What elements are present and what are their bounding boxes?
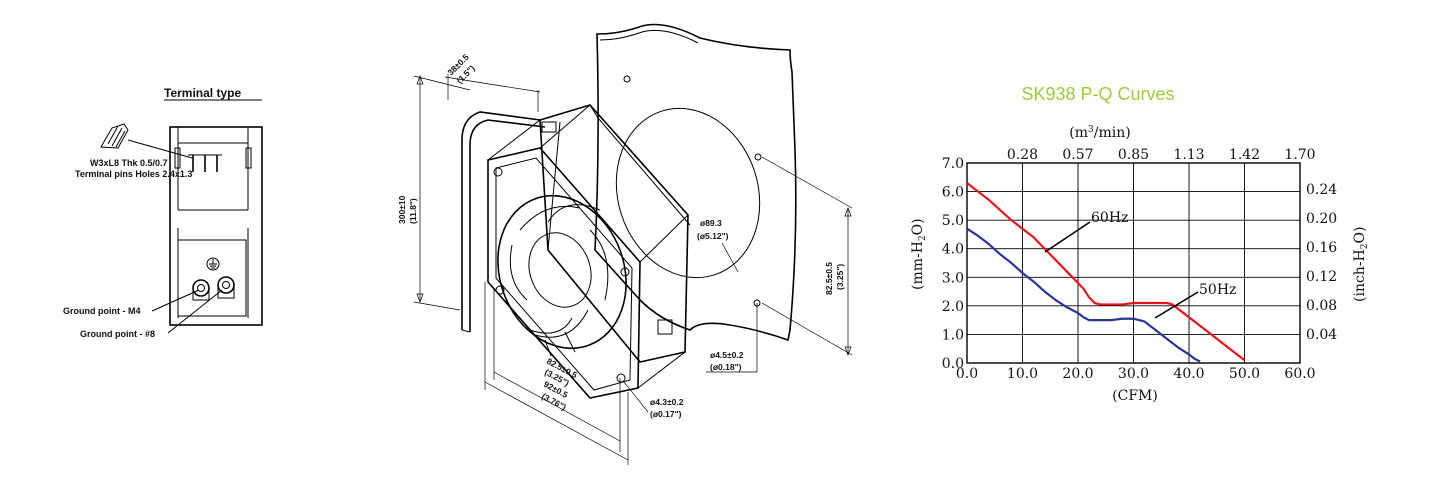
x-tick-label: 30.0 — [1118, 366, 1149, 382]
terminal-spec-line1: W3xL8 Thk 0.5/0.7 — [90, 158, 168, 168]
leader-ground-m4 — [151, 289, 200, 312]
ground-8-label: Ground point - #8 — [80, 329, 155, 339]
y-tick-label: 3.0 — [942, 270, 964, 286]
x2-tick-label: 1.42 — [1229, 147, 1260, 163]
fan-frame-front — [487, 104, 689, 399]
ground-screw-right — [217, 276, 235, 299]
leader-ground-8 — [167, 289, 223, 334]
x-axis-label: (CFM) — [1112, 388, 1158, 404]
y2-tick-label: 0.08 — [1306, 298, 1337, 314]
slot-in: (ø0.18") — [710, 362, 742, 372]
dim-depth — [444, 74, 541, 112]
series-label-60hz: 60Hz — [1091, 210, 1128, 226]
dim-right-pitch — [761, 156, 853, 356]
pitch-right-mm: 82.5±0.5 — [824, 262, 834, 295]
opening-dia-in: (ø5.12") — [697, 231, 729, 241]
series-line-50hz — [966, 227, 1201, 363]
pitch-right-in: (3.25") — [835, 264, 845, 290]
x2-tick-label: 1.13 — [1173, 147, 1204, 163]
y-axis-label: (mm-H2O) — [910, 218, 928, 290]
terminal-spec-line2: Terminal pins Holes 2.4x1.3 — [75, 169, 192, 179]
fan-impeller — [497, 194, 627, 357]
fan-drawing: 300±10 (11.8") 38±0.5 (1.5") ø89.3 (ø5.1… — [397, 23, 853, 465]
y2-tick-label: 0.12 — [1306, 269, 1337, 285]
terminal-panel: Terminal type — [63, 86, 263, 339]
lead-wire — [461, 111, 546, 333]
y2-tick-label: 0.20 — [1306, 211, 1337, 227]
leader-opening — [721, 242, 739, 273]
ground-symbol-icon — [206, 257, 220, 271]
cord-length-in: (11.8") — [408, 198, 418, 224]
terminal-connector-icon — [100, 123, 193, 159]
opening-dia-mm: ø89.3 — [700, 218, 722, 228]
x-tick-label: 20.0 — [1062, 366, 1093, 382]
chart-grid — [966, 162, 1301, 364]
leader-60hz — [1044, 221, 1091, 253]
x-tick-label: 0.0 — [956, 366, 978, 382]
dim-bottom — [484, 282, 629, 465]
dim-cord-length — [413, 75, 471, 311]
x2-tick-label: 0.85 — [1118, 147, 1149, 163]
y2-tick-label: 0.16 — [1306, 240, 1337, 256]
y-tick-label: 6.0 — [942, 185, 964, 201]
series-line-60hz — [966, 182, 1246, 362]
y2-tick-label: 0.04 — [1306, 327, 1337, 343]
x2-tick-label: 0.57 — [1062, 147, 1093, 163]
y2-axis-label: (inch-H2O) — [1352, 227, 1370, 302]
y-tick-label: 7.0 — [942, 156, 964, 172]
x2-axis-label: (m3/min) — [1069, 125, 1130, 141]
y-tick-label: 1.0 — [942, 327, 964, 343]
y-tick-label: 0.0 — [942, 356, 964, 372]
y-tick-label: 5.0 — [942, 213, 964, 229]
leader-hole — [623, 381, 649, 413]
hole-mm: ø4.3±0.2 — [650, 397, 684, 407]
chart-series — [966, 182, 1246, 363]
ground-m4-label: Ground point - M4 — [63, 306, 140, 316]
chart-title: SK938 P-Q Curves — [1021, 84, 1174, 104]
x-tick-label: 40.0 — [1173, 366, 1204, 382]
cord-length-mm: 300±10 — [397, 195, 407, 224]
x2-tick-label: 1.70 — [1284, 147, 1315, 163]
terminal-title: Terminal type — [164, 86, 241, 100]
x2-tick-label: 0.28 — [1007, 147, 1038, 163]
slot-mm: ø4.5±0.2 — [710, 350, 744, 360]
x-tick-label: 50.0 — [1229, 366, 1260, 382]
y-tick-label: 2.0 — [942, 299, 964, 315]
x-tick-label: 10.0 — [1007, 366, 1038, 382]
y-tick-label: 4.0 — [942, 242, 964, 258]
series-label-50hz: 50Hz — [1199, 282, 1236, 298]
pq-chart: SK938 P-Q Curves 0.0 10.0 20.0 30.0 40.0 50.0… — [910, 84, 1370, 404]
y2-tick-label: 0.24 — [1306, 182, 1337, 198]
x-tick-label: 60.0 — [1284, 366, 1315, 382]
leader-50hz — [1154, 291, 1199, 319]
chart-ticks: 0.0 10.0 20.0 30.0 40.0 50.0 60.0 0.0 1.0 2.0 3.0 4… — [942, 147, 1338, 382]
terminal-pins — [188, 154, 222, 172]
ground-screw-left — [192, 279, 210, 301]
terminal-housing — [169, 126, 263, 326]
hole-in: (ø0.17") — [650, 409, 682, 419]
